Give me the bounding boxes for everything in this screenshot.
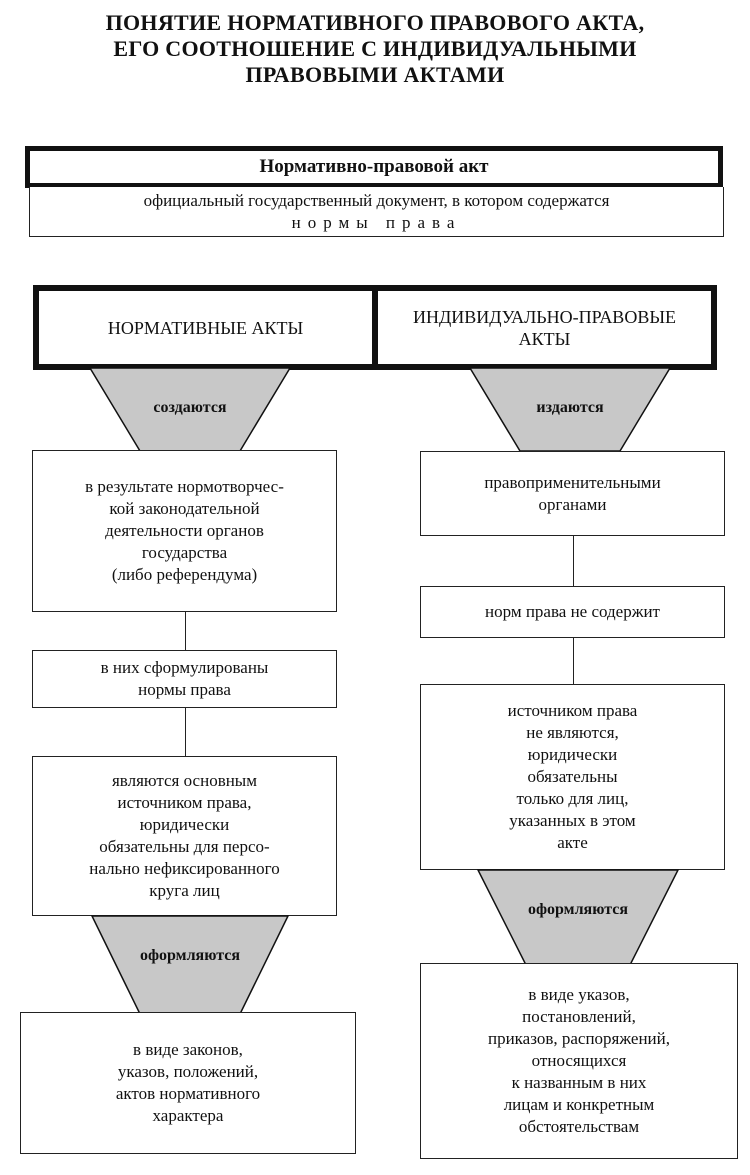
definition-heading: Нормативно-правовой акт [259, 156, 489, 177]
right-box-issued-by: правоприменительными органами [420, 451, 725, 536]
left-box-main-source-text: являются основным источником права, юрид… [89, 771, 280, 900]
right-box-issued-by-text: правоприменительными органами [484, 472, 661, 514]
definition-text-line1: официальный государственный документ, в … [143, 190, 610, 210]
normative-acts-label: НОРМАТИВНЫЕ АКТЫ [107, 317, 304, 338]
right-funnel-formalized-label: оформляются [527, 901, 629, 918]
left-box-main-source: являются основным источником права, юрид… [32, 756, 337, 916]
definition-heading-box: Нормативно-правовой акт [25, 146, 723, 188]
definition-text-line2: нормы права [291, 212, 462, 232]
right-box-not-source: источником права не являются, юридически… [420, 684, 725, 870]
left-box-created-by: в результате нормотворчес- кой законодат… [32, 450, 337, 612]
definition-text-box: официальный государственный документ, в … [29, 187, 724, 237]
right-box-not-source-text: источником права не являются, юридически… [507, 701, 638, 852]
right-box-forms: в виде указов, постановлений, приказов, … [420, 963, 738, 1159]
left-box-forms-text: в виде законов, указов, положений, актов… [115, 1040, 261, 1125]
individual-acts-header: ИНДИВИДУАЛЬНО-ПРАВОВЫЕ АКТЫ [372, 285, 717, 370]
left-funnel-created-label: создаются [153, 399, 227, 416]
right-connector-1 [573, 536, 574, 586]
page-title: ПОНЯТИЕ НОРМАТИВНОГО ПРАВОВОГО АКТА, ЕГО… [0, 10, 750, 88]
left-box-norms-formulated: в них сформулированы нормы права [32, 650, 337, 708]
right-funnel-issued-label: издаются [536, 399, 604, 416]
left-connector-2 [185, 708, 186, 756]
left-connector-1 [185, 612, 186, 650]
normative-acts-header: НОРМАТИВНЫЕ АКТЫ [33, 285, 378, 370]
right-box-forms-text: в виде указов, постановлений, приказов, … [487, 985, 670, 1136]
right-box-no-norms: норм права не содержит [420, 586, 725, 638]
right-connector-2 [573, 638, 574, 684]
individual-acts-label: ИНДИВИДУАЛЬНО-ПРАВОВЫЕ АКТЫ [412, 306, 677, 349]
title-line-2: ЕГО СООТНОШЕНИЕ С ИНДИВИДУАЛЬНЫМИ [113, 36, 637, 61]
left-funnel-formalized-label: оформляются [139, 947, 241, 964]
left-box-created-by-text: в результате нормотворчес- кой законодат… [85, 477, 284, 584]
right-box-no-norms-text: норм права не содержит [484, 602, 660, 621]
left-box-forms: в виде законов, указов, положений, актов… [20, 1012, 356, 1154]
title-line-1: ПОНЯТИЕ НОРМАТИВНОГО ПРАВОВОГО АКТА, [105, 10, 645, 35]
title-line-3: ПРАВОВЫМИ АКТАМИ [245, 62, 505, 87]
left-box-norms-formulated-text: в них сформулированы нормы права [100, 658, 269, 699]
